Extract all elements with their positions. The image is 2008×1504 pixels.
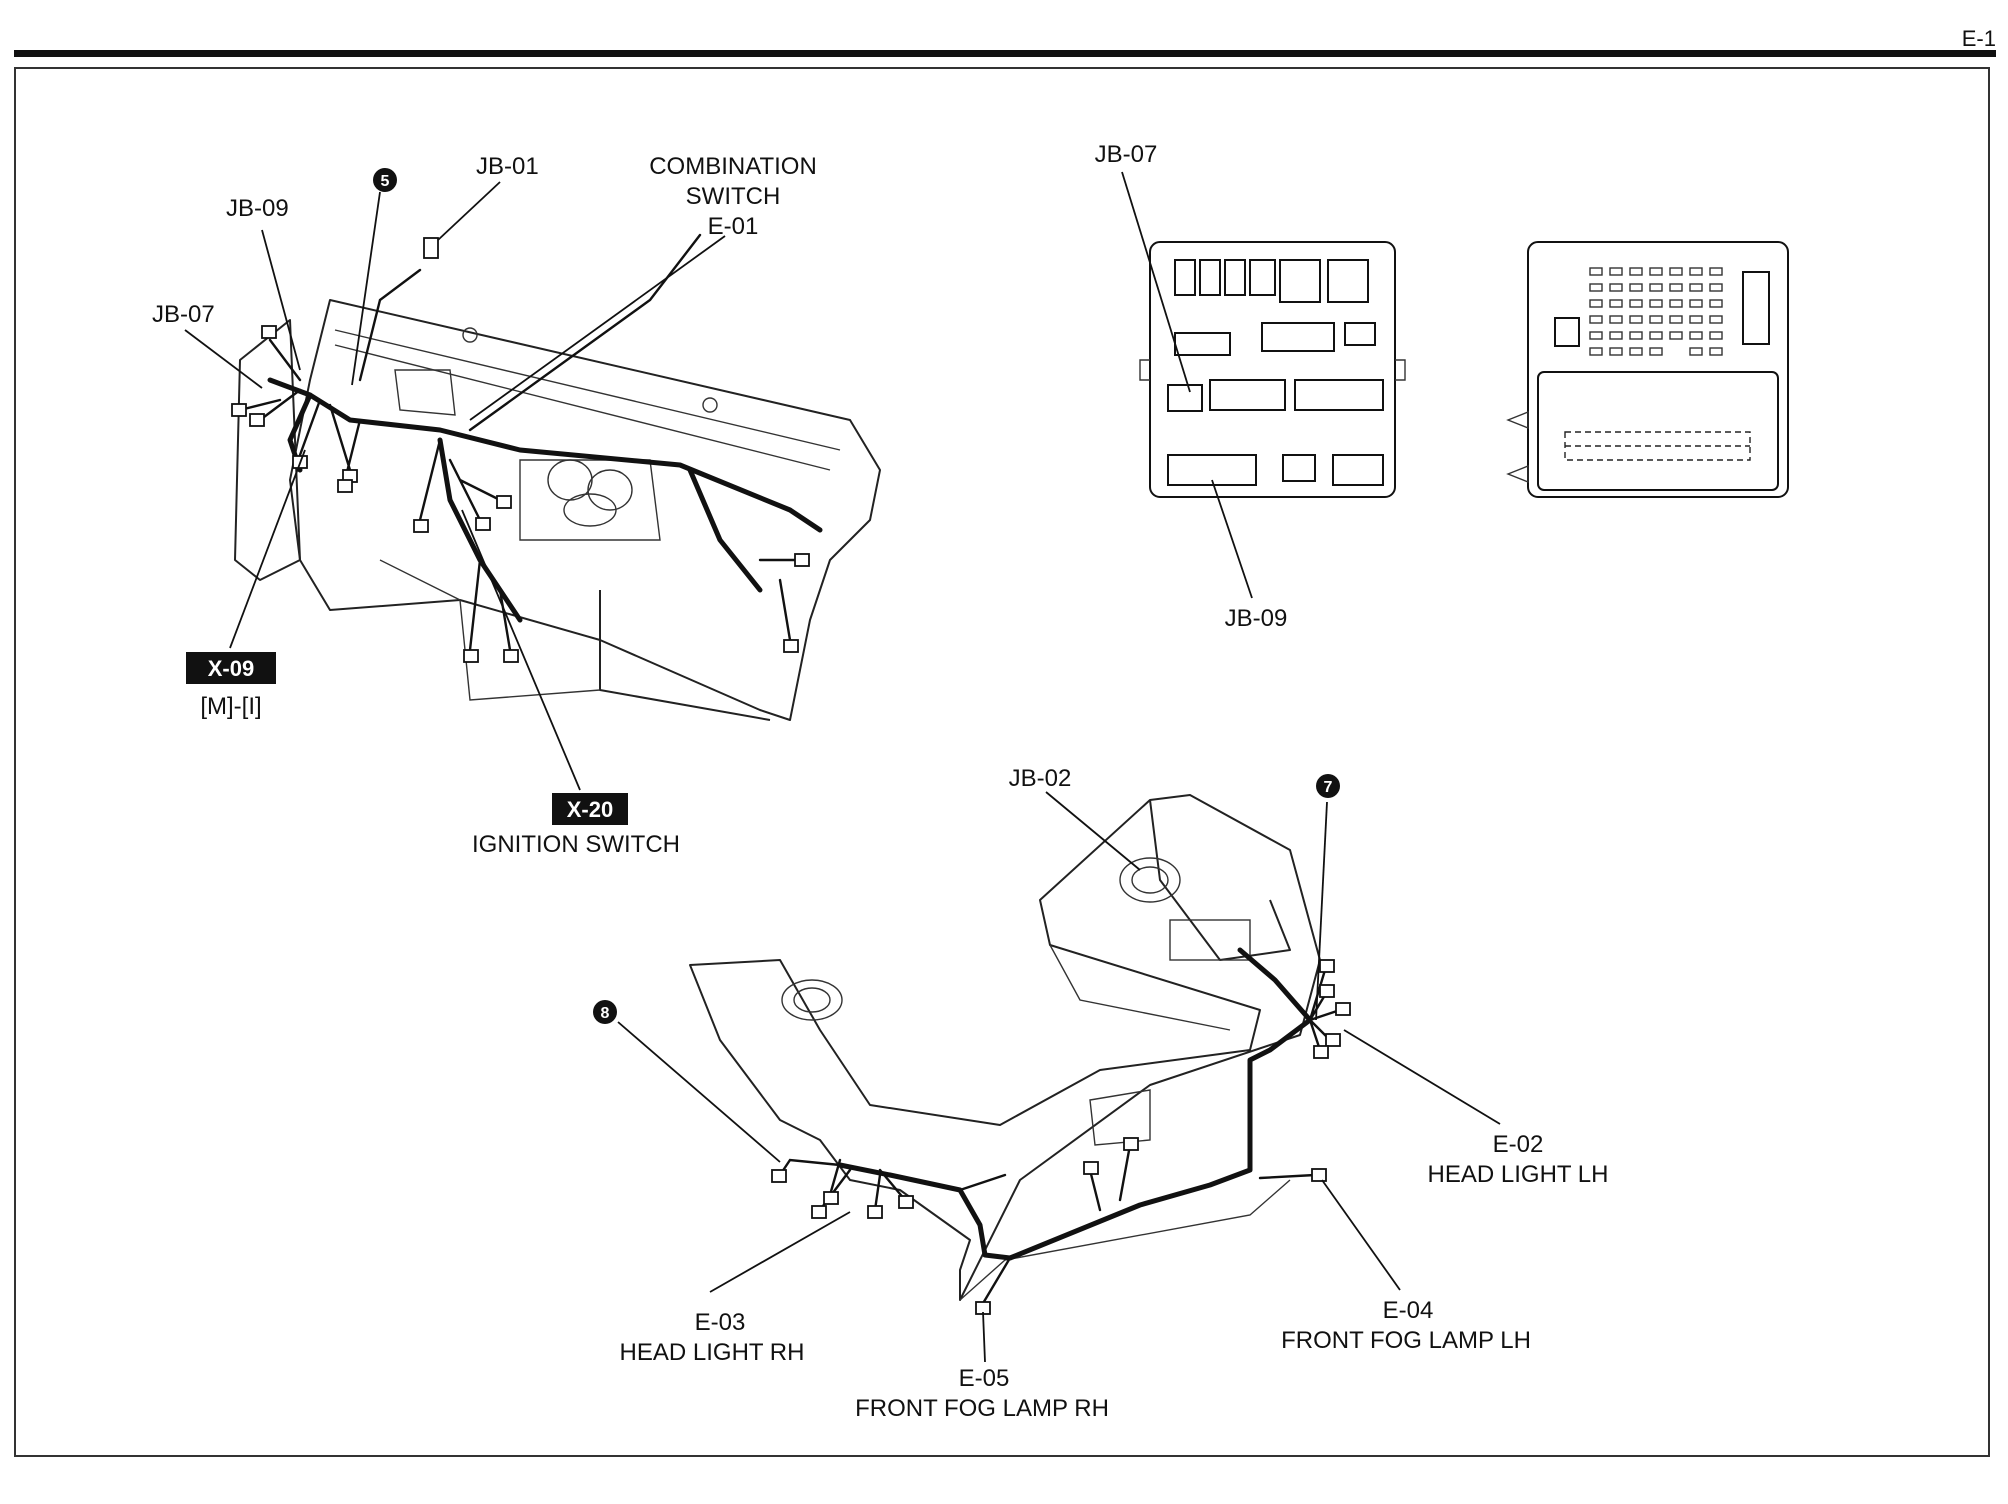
label-ignition-switch: IGNITION SWITCH	[472, 831, 680, 858]
callout-8: 8	[601, 1005, 610, 1022]
label-jb-07-box: JB-07	[1095, 141, 1158, 168]
engine-bay-illustration	[689, 794, 1351, 1315]
junction-box-front	[1139, 241, 1406, 498]
label-e-03: E-03	[695, 1309, 746, 1336]
label-head-light-lh: HEAD LIGHT LH	[1428, 1161, 1609, 1188]
label-jb-07-dash: JB-07	[152, 301, 215, 328]
callout-5-badge	[373, 168, 397, 192]
tag-x09: X-09	[208, 656, 254, 681]
label-e-05: E-05	[959, 1365, 1010, 1392]
label-e-02: E-02	[1493, 1131, 1544, 1158]
label-combination-switch-2: SWITCH	[686, 183, 781, 210]
callouts: JB-01 JB-09 JB-07 5 COMBINATION SWITCH E…	[152, 141, 1608, 1422]
label-x09-sub: [M]-[I]	[200, 693, 261, 720]
label-combination-switch-3: E-01	[708, 213, 759, 240]
label-jb-02: JB-02	[1009, 765, 1072, 792]
label-front-fog-lamp-rh: FRONT FOG LAMP RH	[855, 1395, 1109, 1422]
page-number: E-1	[1961, 26, 1996, 51]
label-head-light-rh: HEAD LIGHT RH	[620, 1339, 805, 1366]
tag-x09-bg	[186, 652, 276, 684]
label-combination-switch-1: COMBINATION	[649, 153, 817, 180]
label-front-fog-lamp-lh: FRONT FOG LAMP LH	[1281, 1327, 1531, 1354]
callout-7: 7	[1324, 779, 1333, 796]
tag-x20: X-20	[567, 797, 613, 822]
label-jb-09-box: JB-09	[1225, 605, 1288, 632]
callout-5: 5	[381, 173, 390, 190]
leader-lines	[184, 171, 1501, 1363]
diagram-frame	[14, 67, 1990, 1457]
tag-x20-bg	[552, 793, 628, 825]
label-jb-09-dash: JB-09	[226, 195, 289, 222]
label-e-04: E-04	[1383, 1297, 1434, 1324]
junction-box-rear	[1506, 241, 1789, 498]
header-rule	[14, 50, 1996, 57]
callout-8-badge	[593, 1000, 617, 1024]
label-jb-01: JB-01	[476, 153, 539, 180]
callout-7-badge	[1316, 774, 1340, 798]
dashboard-illustration	[231, 233, 881, 721]
